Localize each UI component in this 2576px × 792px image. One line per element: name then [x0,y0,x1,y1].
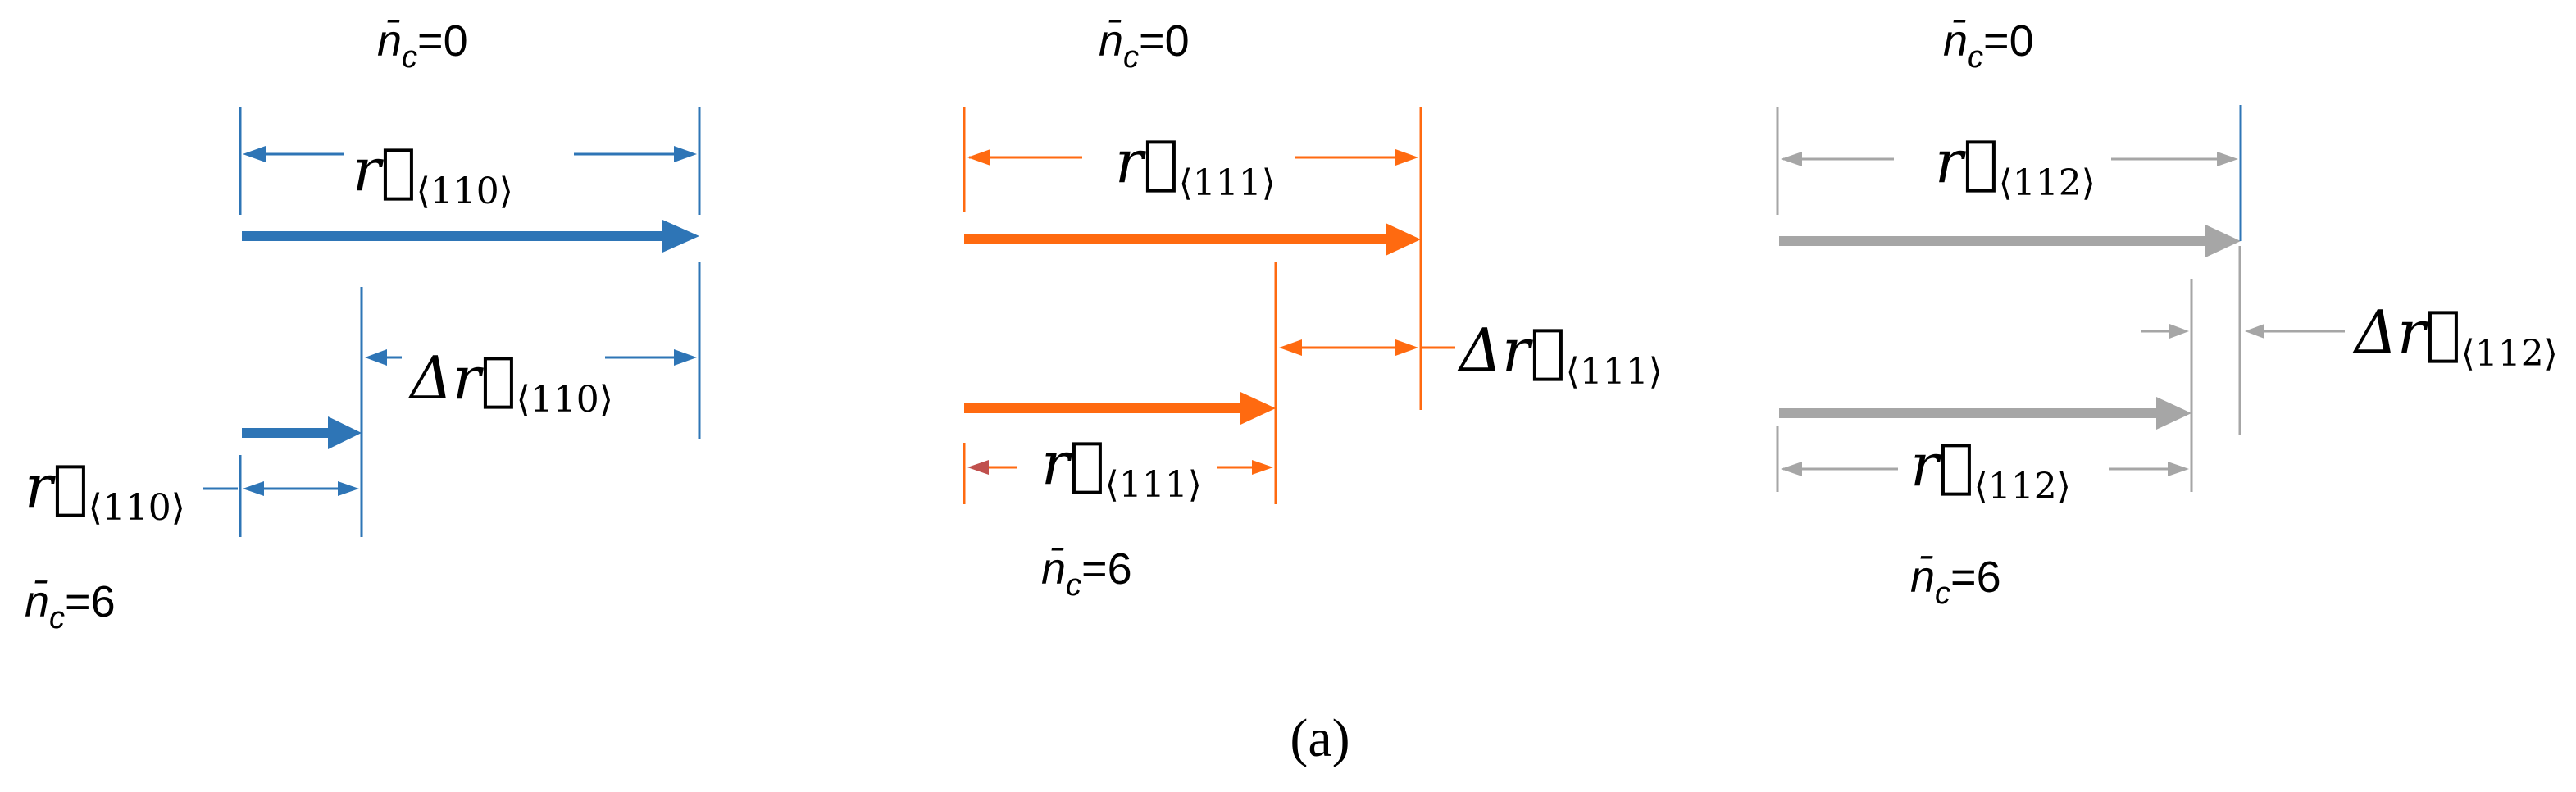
label-r-111-top: r⃗⟨111⟩ [1115,127,1276,204]
panel-112 [1776,107,2345,492]
label-delta-r-112: Δr⃗⟨112⟩ [2352,298,2558,375]
dim-arrowhead-left [1781,152,1802,166]
label-nc6-110: n̄c=6 [25,577,116,635]
vector-arrowhead-nc0 [1386,223,1421,256]
short-dim-arrowhead-left [1781,462,1802,476]
vector-arrowhead-nc0 [2205,225,2241,257]
delta-dim-arrowhead-right [1395,339,1418,356]
label-nc0-112: n̄c=0 [1943,16,2034,75]
dim-arrowhead-right [674,146,697,162]
short-dim-arrowhead-right [338,481,359,496]
vector-arrowhead-nc6 [328,416,362,449]
delta-dim-arrowhead-right [2245,324,2264,339]
delta-dim-arrowhead-left [1279,339,1302,356]
dim-arrowhead-right [1395,149,1418,166]
label-nc6-111: n̄c=6 [1041,544,1132,603]
label-r-112-top: r⃗⟨112⟩ [1935,127,2096,204]
vector-arrowhead-nc6 [1240,392,1276,425]
label-delta-r-110: Δr⃗⟨110⟩ [407,344,613,421]
vector-arrowhead-nc0 [662,220,699,253]
delta-dim-arrowhead-right [674,349,697,366]
delta-dim-arrowhead-left [2169,324,2189,339]
short-dim-arrowhead-left-red [967,460,989,475]
label-nc0-110: n̄c=0 [377,16,468,75]
dim-arrowhead-right [2217,152,2238,166]
dim-arrowhead-left [967,149,990,166]
dim-arrowhead-left [243,146,266,162]
short-dim-arrowhead-left [243,481,264,496]
delta-dim-arrowhead-left [365,349,387,366]
label-r-112-bottom: r⃗⟨112⟩ [1910,430,2071,508]
label-nc6-112: n̄c=6 [1910,553,2001,611]
panel-110 [203,107,701,537]
label-delta-r-111: Δr⃗⟨111⟩ [1457,316,1663,393]
short-dim-arrowhead-right [2168,462,2189,476]
label-r-111-bottom: r⃗⟨111⟩ [1041,429,1202,506]
label-r-110-bottom: r⃗⟨110⟩ [25,452,185,529]
vector-arrowhead-nc6 [2156,397,2191,430]
short-dim-arrowhead-right [1252,460,1273,475]
label-r-110-top: r⃗⟨110⟩ [353,135,513,212]
figure-caption: (a) [1290,708,1349,768]
panel-111 [963,107,1455,504]
label-nc0-111: n̄c=0 [1099,16,1190,75]
